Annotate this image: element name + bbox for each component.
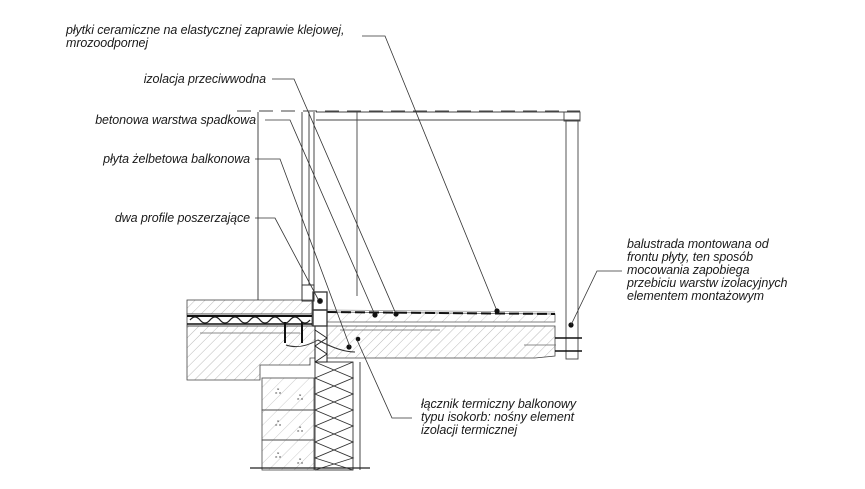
label-balustrade-line5: elementem montażowym xyxy=(627,289,764,303)
svg-text:ஃ: ஃ xyxy=(275,451,282,460)
balustrade xyxy=(237,110,582,360)
label-tiles: płytki ceramiczne na elastycznej zaprawi… xyxy=(66,24,344,50)
label-tiles-line2: mrozoodpornej xyxy=(66,36,149,50)
label-balustrade-line4: przebiciu warstw izolacyjnych xyxy=(627,276,788,290)
isokorb-connector xyxy=(284,322,361,363)
label-waterproofing: izolacja przeciwwodna xyxy=(143,72,266,86)
leader-waterproofing xyxy=(272,78,397,315)
leader-balustrade xyxy=(570,270,622,326)
svg-text:ஃ: ஃ xyxy=(275,387,282,396)
label-balustrade: balustrada montowana od frontu płyty, te… xyxy=(627,238,787,303)
door-frame xyxy=(257,112,328,327)
label-isokorb-line3: izolacji termicznej xyxy=(421,423,518,437)
leader-isokorb xyxy=(356,339,412,419)
label-tiles-line1: płytki ceramiczne na elastycznej zaprawi… xyxy=(66,23,345,37)
label-slab: płyta żelbetowa balkonowa xyxy=(103,152,250,166)
label-isokorb: łącznik termiczny balkonowy typu isokorb… xyxy=(421,398,576,437)
leader-screed xyxy=(265,119,376,316)
leader-profiles xyxy=(255,217,319,300)
thermal-insulation xyxy=(313,361,361,471)
leader-tiles xyxy=(362,35,498,312)
interior-floor xyxy=(186,299,313,327)
label-balustrade-line1: balustrada montowana od xyxy=(627,237,769,251)
label-isokorb-line2: typu isokorb: nośny element xyxy=(421,410,574,424)
balcony-layers xyxy=(326,309,556,323)
label-isokorb-line1: łącznik termiczny balkonowy xyxy=(421,397,576,411)
label-profiles: dwa profile poszerzające xyxy=(114,211,250,225)
leader-lines xyxy=(255,35,622,419)
leader-slab xyxy=(255,158,351,348)
svg-text:ஃ: ஃ xyxy=(297,425,304,434)
svg-text:ஃ: ஃ xyxy=(297,393,304,402)
label-screed: betonowa warstwa spadkowa xyxy=(95,113,256,127)
svg-text:ஃ: ஃ xyxy=(275,419,282,428)
wall-blocks: ஃ ஃ ஃ ஃ ஃ ஃ xyxy=(261,377,315,471)
svg-text:ஃ: ஃ xyxy=(297,457,304,466)
label-balustrade-line3: mocowania zapobiega xyxy=(627,263,750,277)
concrete-slab xyxy=(186,325,556,381)
label-balustrade-line2: frontu płyty, ten sposób xyxy=(627,250,753,264)
